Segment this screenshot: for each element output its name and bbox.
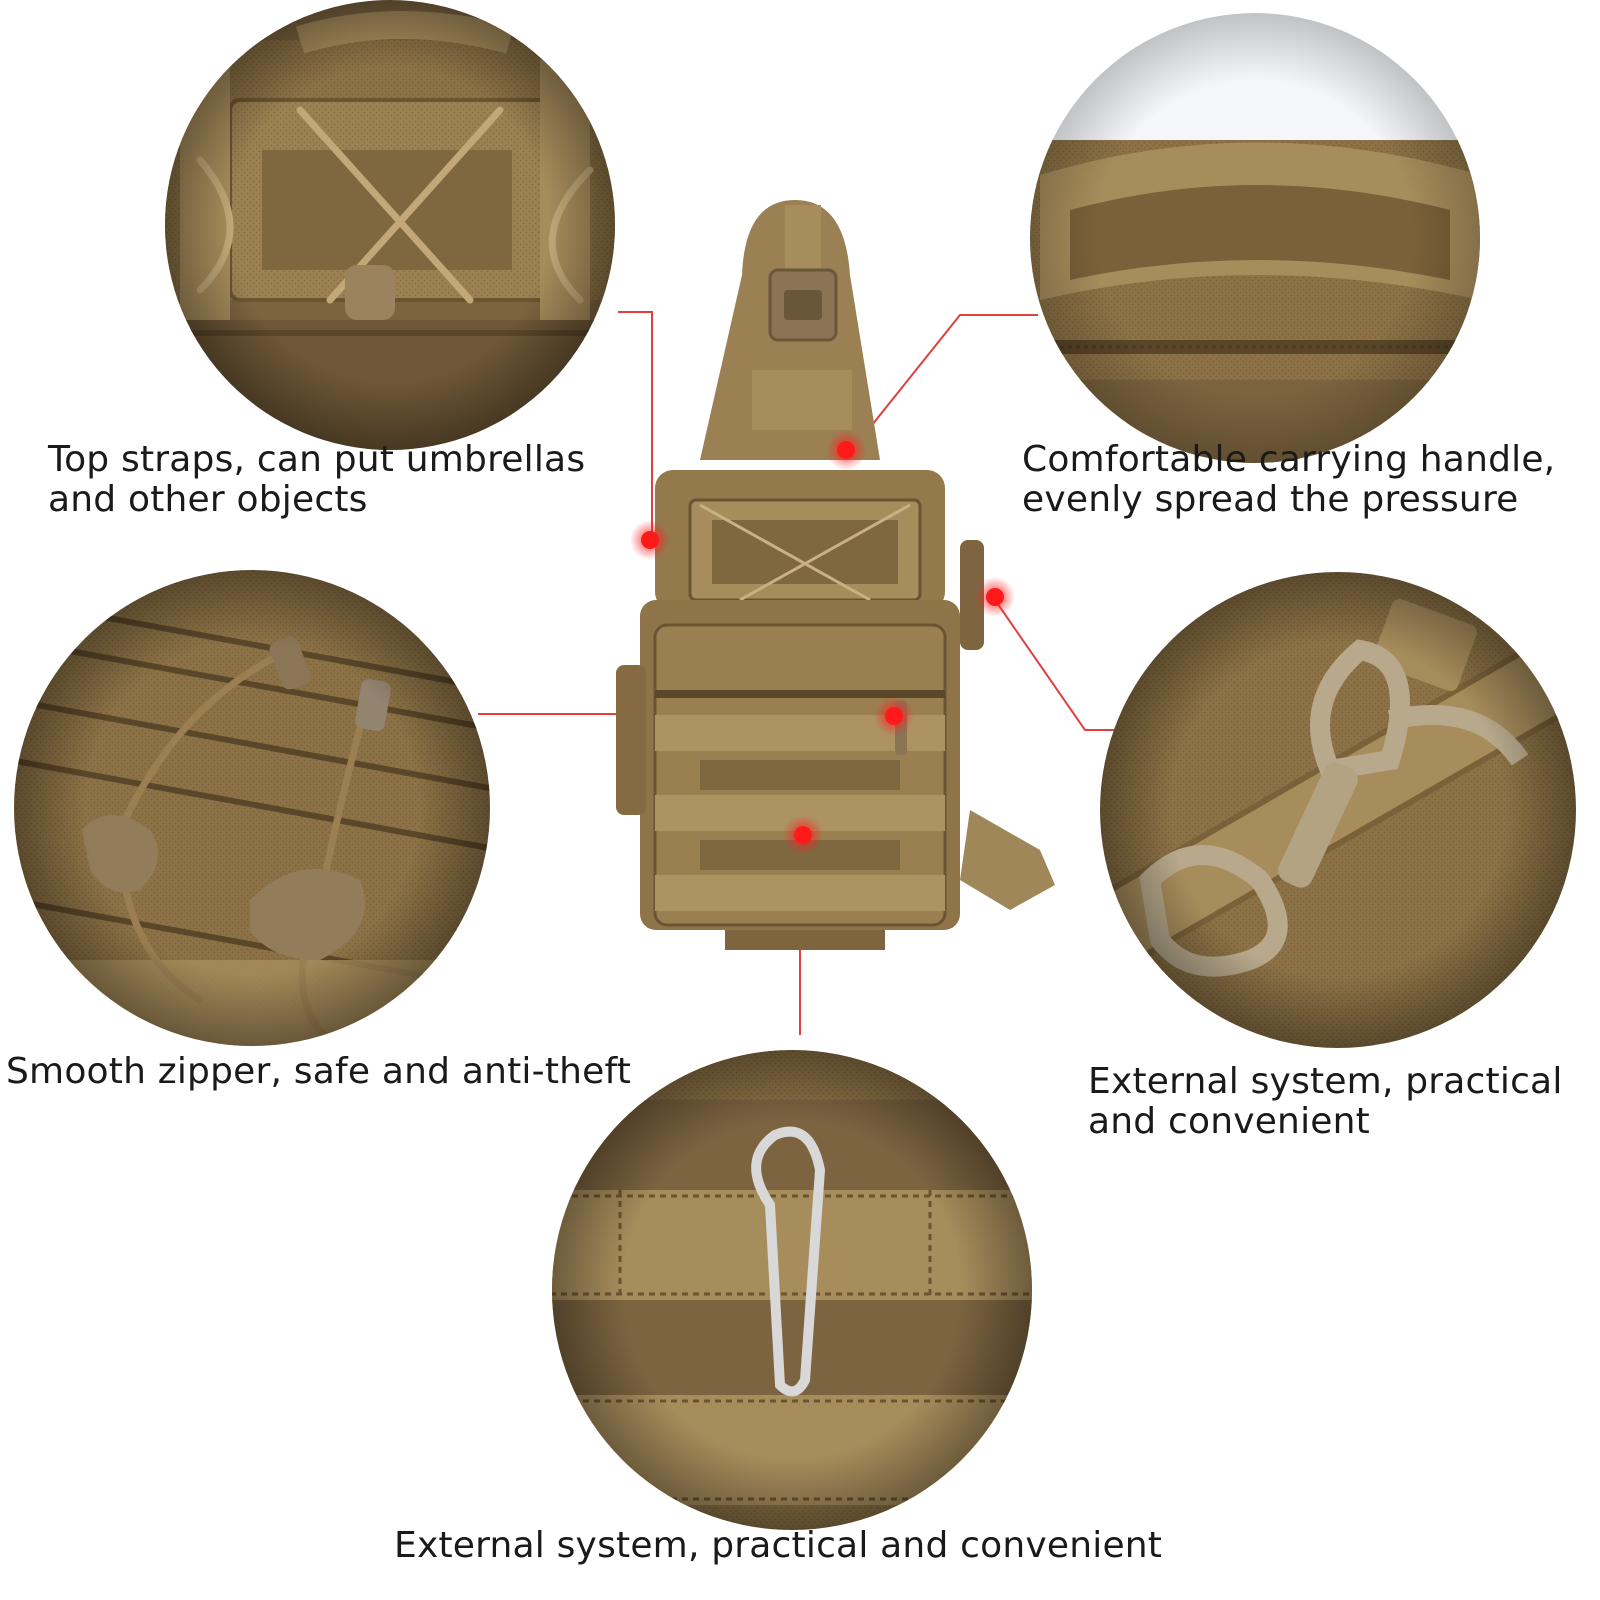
caption-external-system-hook-line-2: and convenient (1088, 1101, 1370, 1142)
detail-circle-handle (1030, 13, 1480, 463)
caption-external-system-molle-line-1: External system, practical and convenien… (394, 1525, 1163, 1566)
caption-carrying-handle: Comfortable carrying handle, evenly spre… (1022, 440, 1555, 520)
detail-circle-top-straps (165, 0, 615, 450)
caption-external-system-hook-line-1: External system, practical (1088, 1061, 1563, 1102)
detail-circle-molle (552, 1050, 1032, 1530)
callout-dots (630, 430, 1015, 855)
caption-carrying-handle-line-2: evenly spread the pressure (1022, 479, 1519, 520)
caption-top-straps-line-1: Top straps, can put umbrellas (48, 439, 586, 480)
caption-external-system-molle: External system, practical and convenien… (394, 1526, 1162, 1566)
callout-line-handle (851, 314, 1038, 451)
callout-line-hook (994, 599, 1120, 731)
caption-smooth-zipper-line-1: Smooth zipper, safe and anti-theft (6, 1051, 632, 1092)
caption-top-straps: Top straps, can put umbrellas and other … (48, 440, 585, 520)
caption-external-system-hook: External system, practical and convenien… (1088, 1062, 1563, 1142)
caption-carrying-handle-line-1: Comfortable carrying handle, (1022, 439, 1556, 480)
caption-smooth-zipper: Smooth zipper, safe and anti-theft (6, 1052, 631, 1092)
detail-circle-hook (1100, 572, 1576, 1048)
sling-backpack (616, 200, 1055, 950)
callout-line-top-straps (618, 311, 653, 540)
caption-top-straps-line-2: and other objects (48, 479, 368, 520)
detail-circle-zipper (14, 570, 490, 1046)
